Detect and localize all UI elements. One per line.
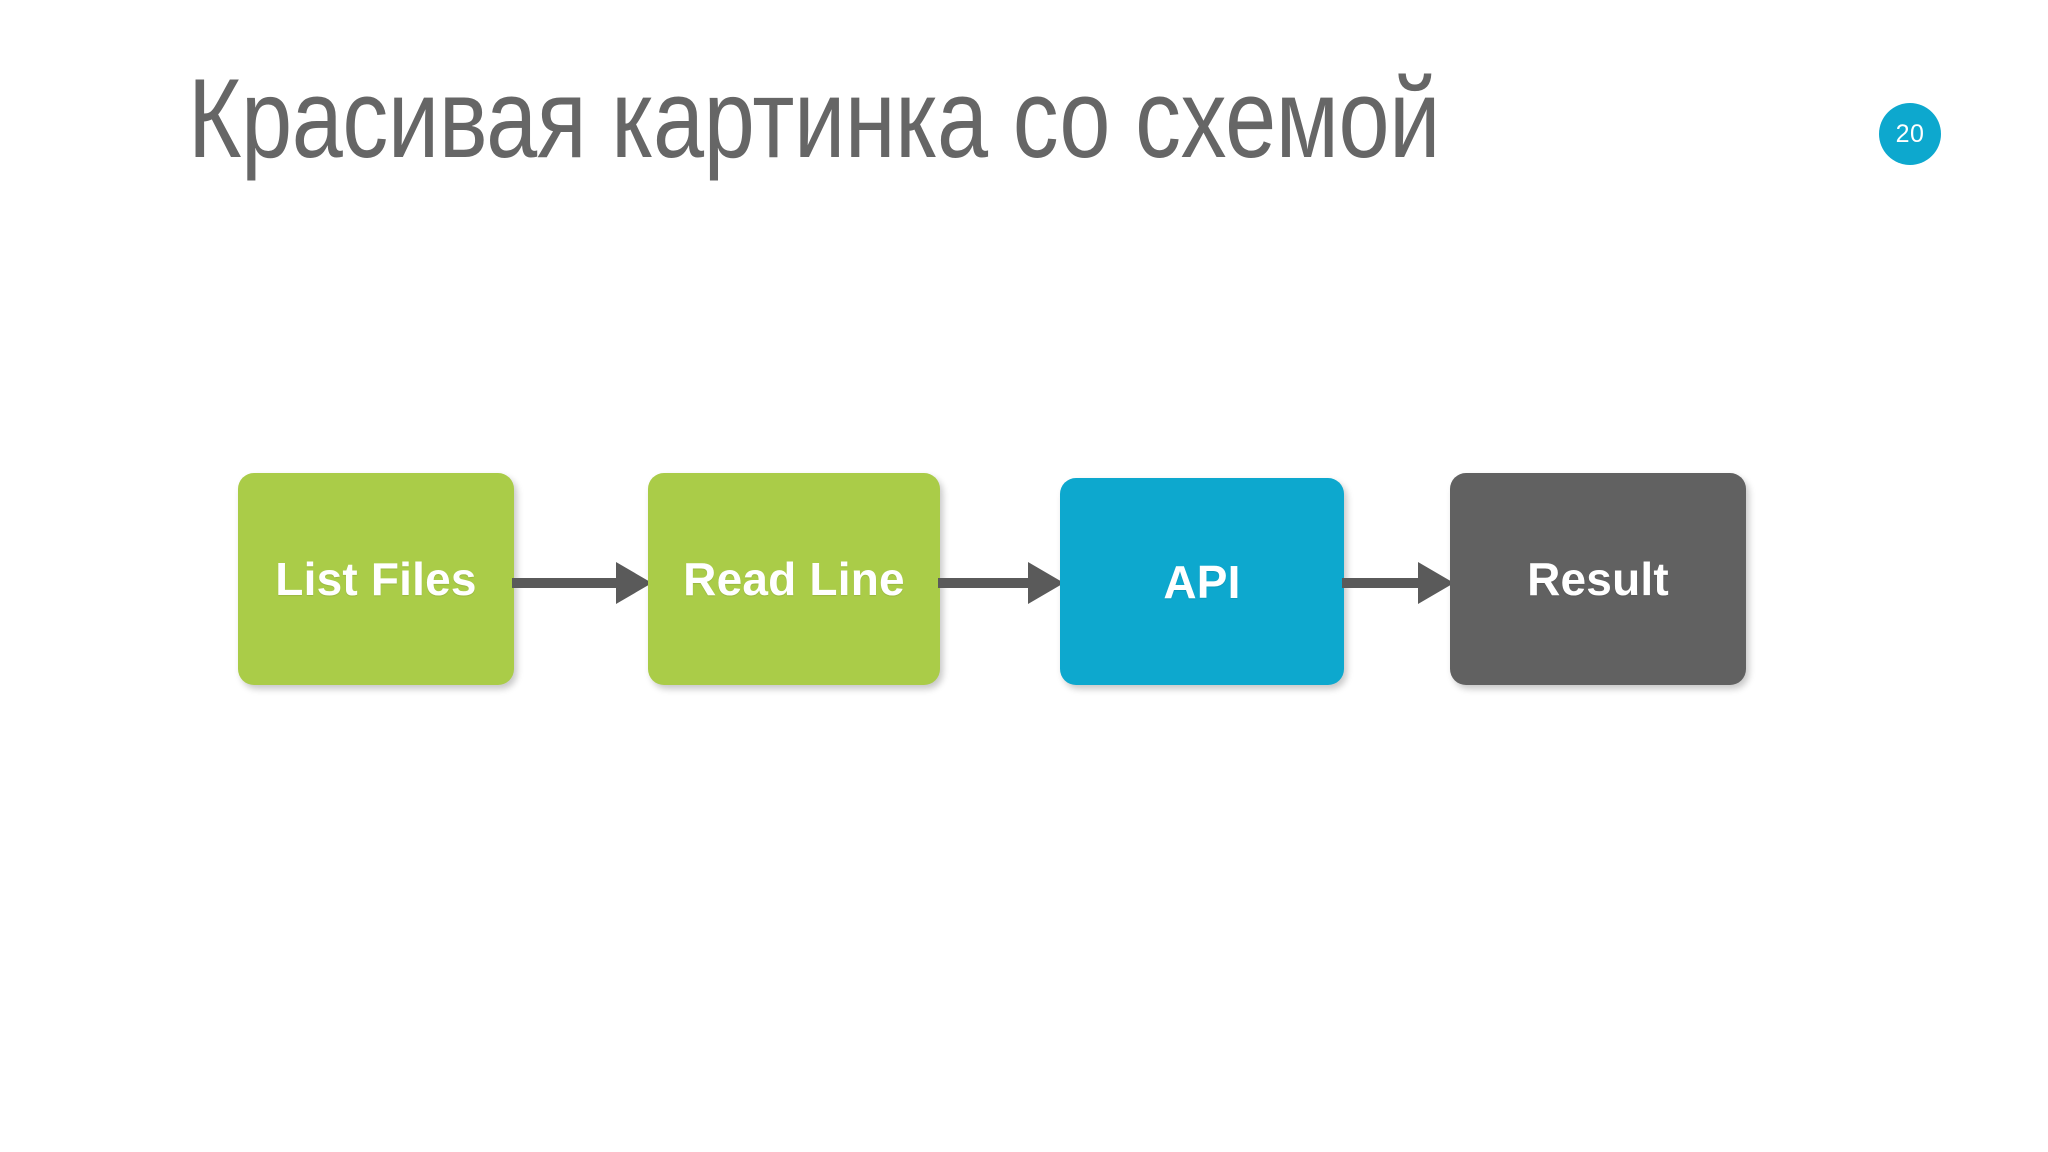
- page-number-badge: 20: [1879, 103, 1941, 165]
- page-number-label: 20: [1895, 119, 1925, 148]
- flow-node-label: Read Line: [683, 553, 905, 605]
- flow-arrow-2: [938, 559, 1064, 607]
- flow-node-result[interactable]: Result: [1450, 473, 1746, 685]
- flow-node-api[interactable]: API: [1060, 478, 1344, 685]
- flow-arrow-1: [512, 559, 652, 607]
- flow-arrow-3: [1342, 559, 1454, 607]
- page-title: Красивая картинка со схемой: [188, 56, 1441, 181]
- flow-node-label: List Files: [275, 553, 477, 605]
- flow-node-read-line[interactable]: Read Line: [648, 473, 940, 685]
- flow-node-label: Result: [1527, 553, 1669, 605]
- flow-node-list-files[interactable]: List Files: [238, 473, 514, 685]
- flow-node-label: API: [1163, 555, 1241, 608]
